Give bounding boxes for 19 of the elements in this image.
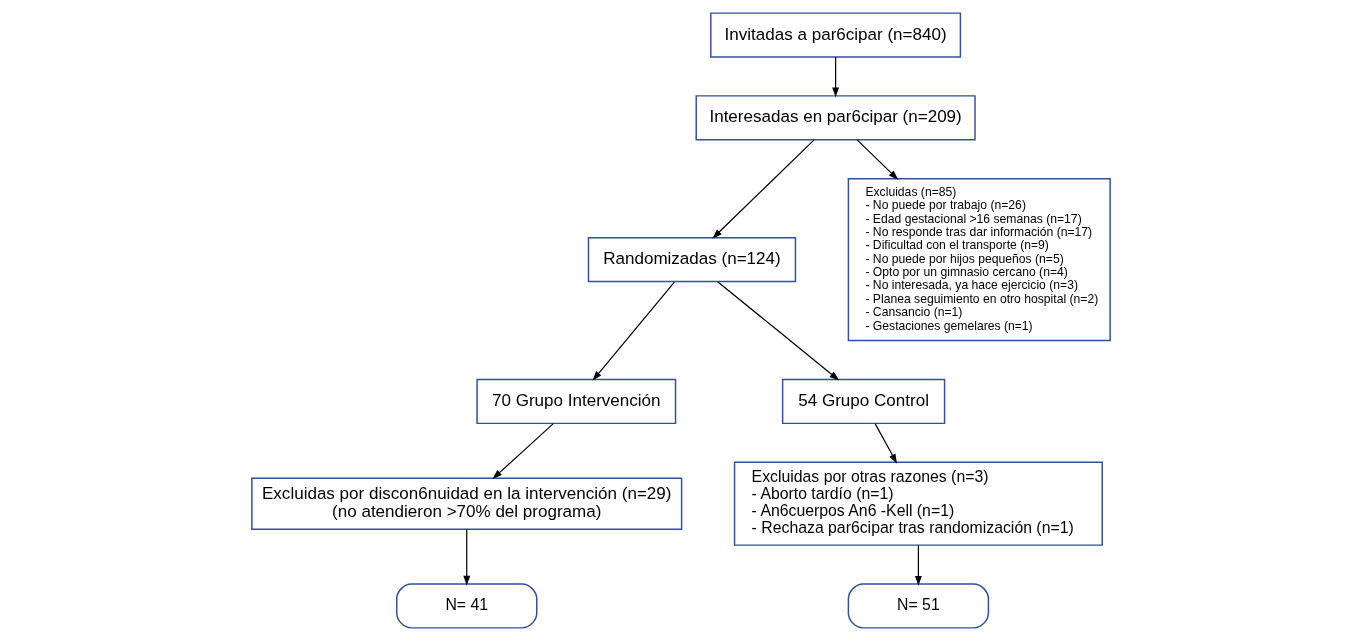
arrow [874, 423, 898, 464]
node-box: Randomizadas (n=124) [587, 237, 797, 283]
arrow [492, 423, 554, 480]
node-box: Interesadas en par6cipar (n=209) [695, 95, 976, 141]
node-box: N= 51 [847, 583, 990, 629]
arrow [717, 281, 840, 381]
node-box: N= 41 [396, 583, 538, 629]
arrow [856, 139, 899, 180]
node-box: Excluidas (n=85) - No puede por trabajo (n=26) - Edad gestacional >16 semanas (n=17) - No responde tras dar información (n=17) - Dificultad con el transporte (n=9) - No puede por hijos pequeños (n=5) - Opto por un gimnasio cercano (n=4) - No interesada, ya hace ejercicio (n=3) - Planea seguimiento en otro hospital (n=2) - Cansancio (n=1) - Gestaciones gemelares (n=1) [847, 177, 1111, 342]
arrow [712, 139, 815, 239]
arrow [592, 281, 675, 381]
node-box: 70 Grupo Intervención [476, 378, 677, 425]
node-box: Excluidas por otras razones (n=3) - Aborto tardío (n=1) - An6cuerpos An6 -Kell (n=1) - Rechaza par6cipar tras randomización (n=1) [733, 461, 1103, 546]
node-box: 54 Grupo Control [781, 378, 946, 425]
arrow [463, 529, 471, 586]
node-box: Invitadas a par6cipar (n=840) [710, 12, 962, 58]
node-box: Excluidas por discon6nuidad en la intervención (n=29) (no atendieron >70% del programa) [251, 477, 683, 530]
arrow [914, 544, 922, 586]
arrow [832, 56, 840, 98]
